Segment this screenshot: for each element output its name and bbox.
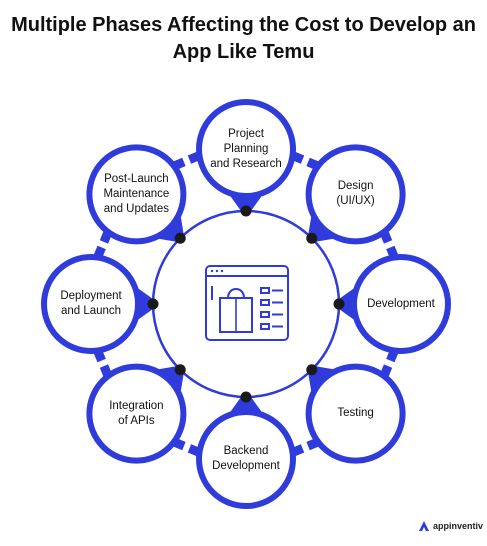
hub-dots (147, 205, 345, 403)
phase-node-project-planning (196, 99, 296, 199)
brand-logo: appinventiv (418, 520, 483, 532)
phase-label-line: Design (337, 180, 374, 193)
page-title: Multiple Phases Affecting the Cost to De… (0, 12, 487, 66)
phase-label-line: Post-Launch (104, 172, 169, 185)
phase-label-integration-apis: Integration of APIs (81, 399, 191, 429)
hub-dot (306, 232, 318, 244)
title-line-2: App Like Temu (172, 41, 315, 63)
phase-label-line: Planning (223, 142, 269, 155)
phase-label-testing: Testing (301, 406, 411, 421)
phase-label-line: of APIs (118, 414, 155, 427)
phase-label-development: Development (346, 297, 456, 312)
hub-dot (240, 391, 252, 403)
phase-label-line: Development (212, 460, 280, 472)
hub-dot (174, 364, 186, 376)
hub-dot (240, 205, 252, 217)
phase-label-line: and Launch (60, 305, 122, 317)
phase-label-line: (UI/UX) (336, 195, 375, 208)
phase-label-deployment-launch: Deployment and Launch (36, 289, 146, 319)
phase-label-line: Project (228, 127, 264, 140)
phase-node-deployment-launch (41, 254, 141, 354)
phase-node-post-launch (86, 144, 187, 245)
phase-label-line: Backend (223, 445, 269, 457)
title-line-1: Multiple Phases Affecting the Cost to De… (11, 14, 476, 36)
phase-label-line: Maintenance (103, 187, 170, 200)
phase-label-line: Development (367, 297, 435, 310)
hub-dot (333, 298, 345, 310)
phase-node-development (351, 254, 451, 354)
phase-node-backend-development (196, 409, 296, 509)
phase-node-integration-apis (86, 363, 187, 464)
hub-dot (306, 364, 318, 376)
phase-label-line: Deployment (60, 290, 122, 302)
hub-dot (147, 298, 159, 310)
phase-node-testing (305, 363, 406, 464)
hub-dot (174, 232, 186, 244)
phase-label-line: and Updates (103, 202, 169, 215)
shopping-bag-app-window-icon (205, 265, 289, 341)
phase-label-line: Integration (109, 399, 164, 412)
phase-node-design (305, 144, 406, 245)
phase-label-design: Design (UI/UX) (301, 179, 411, 209)
phase-label-line: and Research (210, 157, 282, 170)
phase-nodes (41, 99, 451, 509)
brand-name: appinventiv (433, 521, 484, 531)
appinventiv-logo-icon (419, 521, 429, 531)
phase-label-line: Testing (337, 407, 374, 420)
